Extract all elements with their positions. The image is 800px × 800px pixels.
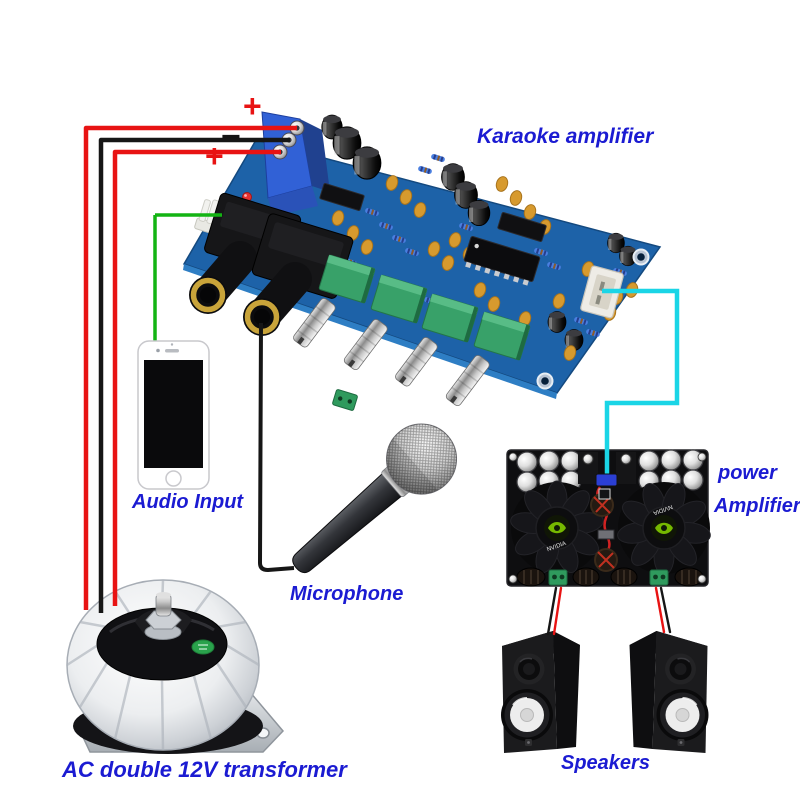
power-amplifier-board: NVIDIA NVIDIA: [506, 449, 713, 587]
terminal-plus-bottom-label: +: [205, 138, 224, 174]
power-wires: [83, 125, 297, 613]
pot-body: [318, 254, 531, 361]
foil-wrap-streaks: [66, 579, 260, 751]
audio-input-phone: [137, 213, 222, 490]
phone-camera: [156, 348, 160, 353]
wire-speaker-right-black: [659, 586, 672, 634]
terminal-plus-top-label: +: [243, 88, 262, 124]
mic-handle: [292, 468, 408, 574]
ac-terminal-block: [261, 111, 330, 216]
wire-speaker-left-red: [552, 586, 563, 636]
microphone-label: Microphone: [290, 583, 404, 605]
phone-screen: [144, 360, 203, 468]
speaker-wires: [546, 586, 672, 636]
speaker-output-terminal-right: [649, 569, 669, 586]
phone-home-button: [165, 470, 182, 487]
ic-chips: [319, 183, 547, 286]
amp-corner-screws: [508, 452, 707, 584]
small-green-terminal: [332, 389, 358, 411]
wire-speaker-right-red: [654, 586, 666, 634]
wire-ac-red-outer: [83, 125, 297, 610]
main-dip-ic: [463, 236, 541, 286]
speakers-label: Speakers: [561, 752, 650, 774]
center-bolt-nut: [145, 610, 182, 630]
wire-mic-cable: [257, 322, 295, 573]
power-amp-label-line2: Amplifier: [714, 495, 800, 517]
potentiometers: [293, 254, 531, 407]
microphone: [257, 322, 458, 574]
ac-transformer: [66, 579, 285, 754]
cooling-fan-right: NVIDIA: [615, 479, 713, 576]
cooling-fan-left: NVIDIA: [508, 480, 606, 577]
power-amp-label-line1: power: [718, 462, 777, 484]
smd-component: [597, 529, 615, 540]
green-sticker: [191, 639, 215, 655]
phone-earpiece: [165, 349, 179, 353]
speaker-right: [628, 630, 710, 754]
wire-ac-red-inner: [112, 149, 281, 606]
audio-input-label: Audio Input: [132, 491, 244, 513]
karaoke-amplifier-label: Karaoke amplifier: [477, 125, 654, 148]
wire-signal-cyan: [602, 288, 680, 478]
karaoke-amplifier-board: [182, 111, 662, 411]
transformer-label: AC double 12V transformer: [62, 757, 347, 782]
wire-speaker-left-black: [546, 586, 558, 636]
mounting-holes: [536, 248, 650, 390]
speaker-left: [500, 630, 581, 754]
pot-shaft: [293, 298, 490, 407]
speaker-output-terminal-left: [548, 569, 568, 586]
terminal-minus-label: −: [221, 118, 241, 156]
amp-signal-input-connector: [595, 473, 618, 487]
wire-ac-black: [98, 137, 290, 613]
